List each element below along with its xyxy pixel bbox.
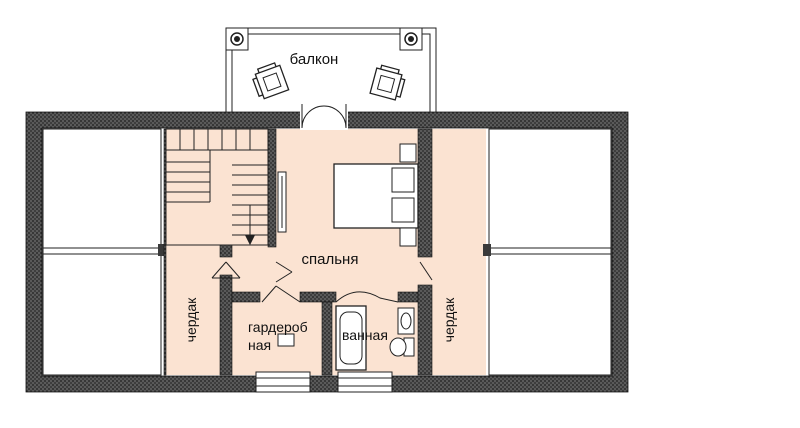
label-bathroom: ванная: [342, 327, 388, 343]
staircase: [165, 128, 269, 246]
stair-arrow-icon: [245, 235, 255, 246]
windows: [255, 371, 393, 393]
label-attic-right: чердак: [441, 297, 457, 343]
label-wardrobe-line2: ная: [248, 337, 271, 353]
toilet: [389, 337, 415, 357]
balcony: [225, 27, 437, 115]
bathtub: [335, 305, 367, 371]
doors[interactable]: [211, 261, 433, 303]
balcony-chair-right: [369, 64, 406, 101]
balcony-chair-left: [252, 62, 290, 100]
bed: [333, 143, 419, 247]
sink: [397, 307, 415, 335]
label-wardrobe-line1: гардероб: [248, 319, 308, 335]
side-bays: [42, 128, 612, 376]
wardrobe-furniture: [277, 333, 295, 347]
nightstand: [399, 143, 417, 163]
label-bedroom: спальня: [302, 251, 359, 268]
label-balcony: балкон: [290, 51, 339, 68]
label-attic-left: чердак: [183, 297, 199, 343]
nightstand: [399, 227, 417, 247]
balcony-door[interactable]: [300, 104, 348, 130]
wardrobe-closet: [277, 171, 287, 233]
